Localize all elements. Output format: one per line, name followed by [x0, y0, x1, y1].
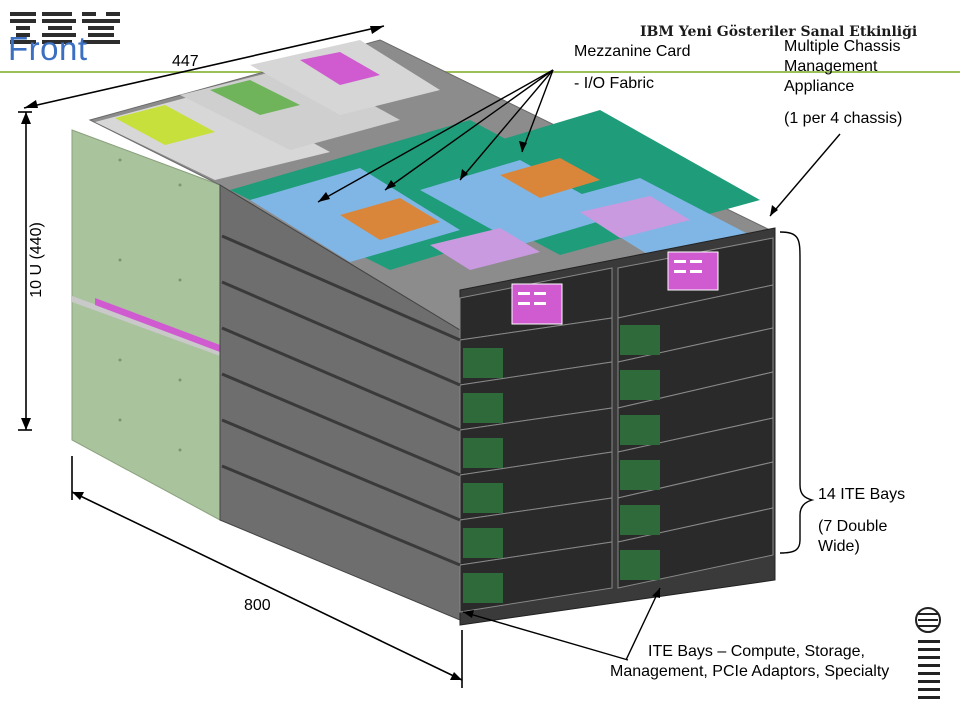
rear-node-3-magenta-part	[300, 52, 380, 85]
mcma-note: (1 per 4 chassis)	[784, 110, 903, 127]
ibm-globe-logo	[915, 607, 941, 699]
left-face-bay-lines	[221, 234, 461, 567]
dimension-lines	[18, 25, 463, 688]
ite-bays-line2: Management, PCIe Adaptors, Specialty	[610, 663, 890, 680]
ibm-logo	[10, 8, 122, 48]
mcma-line2: Management	[784, 58, 878, 75]
bays-title: 14 ITE Bays	[818, 486, 906, 503]
mcma-panels	[511, 251, 719, 325]
right-heatsink	[500, 158, 600, 198]
bays-line1: (7 Double	[818, 518, 888, 535]
rear-node-1-yellow-board	[115, 105, 215, 145]
right-pcie-module	[580, 196, 690, 238]
slide-title: Front	[8, 30, 88, 67]
mezzanine-sub: - I/O Fabric	[574, 75, 655, 92]
callout-arrowheads	[318, 141, 778, 618]
left-pcie-module	[430, 228, 540, 270]
depth-dimension-line	[71, 491, 463, 681]
depth-dimension-label: 800	[244, 597, 271, 614]
event-title: IBM Yeni Gösteriler Sanal Etkinliği	[640, 24, 918, 40]
left-heatsink	[340, 198, 440, 240]
header-rule	[0, 71, 960, 73]
mcma-line1: Multiple Chassis	[784, 38, 901, 55]
width-dimension-line	[23, 25, 385, 109]
mcma-line3: Appliance	[784, 78, 855, 95]
mid-dimm-bank	[420, 160, 620, 245]
bays-line2: Wide)	[818, 538, 860, 555]
mezzanine-title: Mezzanine Card	[574, 43, 691, 60]
ibm-logo-graphic	[10, 12, 120, 44]
width-dimension-label: 447	[172, 53, 199, 70]
height-dimension-label: 10 U (440)	[28, 222, 45, 298]
node-front-vents	[463, 325, 660, 603]
side-magenta-strip	[95, 298, 220, 352]
dimension-arrowheads	[21, 26, 462, 680]
side-rivets	[118, 158, 182, 452]
rear-node-2-green-board	[210, 80, 300, 115]
side-panel-seam	[72, 296, 220, 356]
callout-leaders	[317, 69, 841, 661]
ite-bays-line1: ITE Bays – Compute, Storage,	[648, 643, 865, 660]
